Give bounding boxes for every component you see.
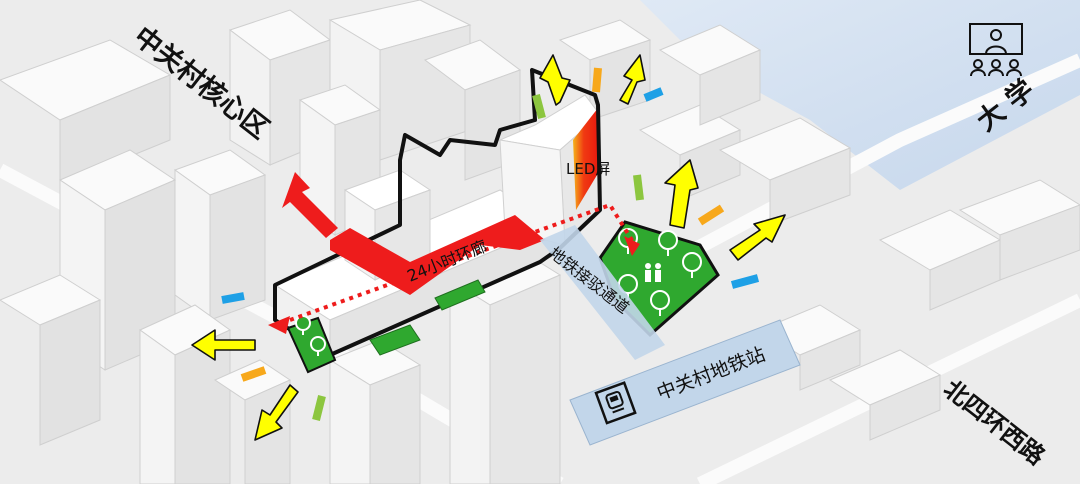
arrow-sw-1 (254, 384, 299, 441)
led-screen (573, 108, 600, 210)
corridor-band (330, 215, 545, 295)
label-beisihuan-road: 北四环西路 (938, 375, 1051, 472)
metro-station-box (569, 319, 801, 446)
corridor-arrowhead-east (624, 236, 640, 256)
corridor-dotted-line (289, 202, 637, 322)
terrace-green-1 (369, 324, 421, 356)
arrow-ne-1 (664, 159, 699, 229)
corridor-arrowhead-west (268, 316, 290, 334)
accent-dashes (221, 67, 760, 421)
core-district-arrow (282, 172, 338, 238)
arrow-ne-2 (729, 214, 786, 261)
terrace-green-2 (434, 279, 486, 311)
arrow-west-1 (191, 329, 256, 361)
arrow-north-1 (539, 54, 571, 106)
arrow-north-2 (619, 54, 646, 105)
lecture-presenter-icon (969, 23, 1023, 77)
train-icon (594, 381, 637, 425)
metro-connector-strip (540, 225, 665, 360)
site-boundary (273, 68, 602, 357)
people-icon (645, 263, 661, 282)
right-buildings (558, 19, 1080, 441)
label-led-screen: LED屏 (566, 160, 610, 178)
yellow-arrows (191, 54, 786, 441)
